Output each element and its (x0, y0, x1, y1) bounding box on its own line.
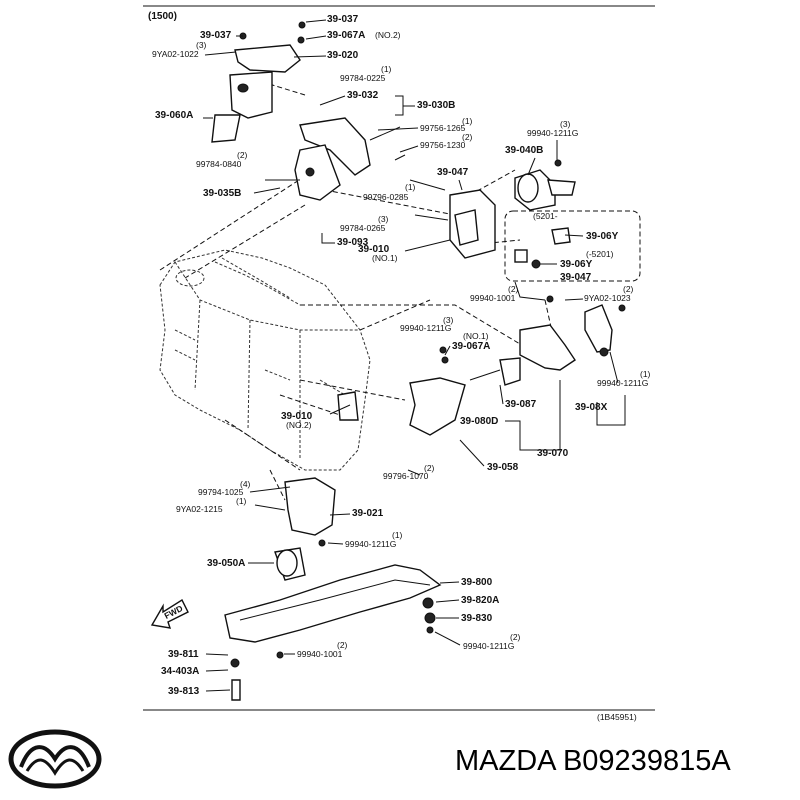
callout: (3) (378, 214, 389, 224)
callout: (3) (560, 119, 571, 129)
callout: (-5201) (586, 249, 614, 259)
callout: 39-093 (337, 237, 369, 248)
callout: 39-080D (460, 416, 498, 427)
callout: (NO.2) (375, 30, 401, 40)
callout: 39-08X (575, 402, 608, 413)
callout: 39-037 (200, 30, 232, 41)
callout: 99940-1211G (400, 323, 451, 333)
callout: (2) (623, 284, 634, 294)
callout: (2) (237, 150, 248, 160)
callout: 99940-1211G (463, 641, 514, 651)
variant-inset-box (504, 210, 641, 282)
callout: 99940-1001 (470, 293, 516, 303)
callout: (4) (240, 479, 251, 489)
callout: 99940-1211G (597, 378, 648, 388)
callout: (2) (424, 463, 435, 473)
callout: 39-047 (437, 167, 469, 178)
callout: 39-058 (487, 462, 519, 473)
callout: 99940-1001 (297, 649, 343, 659)
callout: 39-06Y (560, 259, 593, 270)
callout: 99940-1211G (527, 128, 578, 138)
callout: 9YA02-1023 (584, 293, 631, 303)
callout: 99794-1025 (198, 487, 244, 497)
callout: (1) (381, 64, 392, 74)
callout: 39-070 (537, 448, 569, 459)
engine-outline (159, 249, 371, 471)
callout: 39-813 (168, 686, 200, 697)
callout: 99756-1265 (420, 123, 466, 133)
callout: 99756-1230 (420, 140, 466, 150)
callout: 39-040B (505, 145, 543, 156)
callout: 39-060A (155, 110, 193, 121)
footer-code: (1B45951) (597, 712, 637, 722)
callout: (1) (462, 116, 473, 126)
leader-lines (203, 19, 626, 692)
callout: (1) (640, 369, 651, 379)
engine-mount-no1 (409, 179, 496, 259)
callout: 99784-0225 (340, 73, 386, 83)
callout: 39-020 (327, 50, 359, 61)
header-code: (1500) (148, 11, 177, 22)
bracket-39-030b (265, 117, 406, 201)
callout: 39-087 (505, 399, 537, 410)
engine-mount-39-050a (274, 547, 306, 581)
callout: 39-032 (347, 90, 379, 101)
mazda-logo-icon (8, 729, 102, 789)
callout: (1) (392, 530, 403, 540)
callout: (2) (337, 640, 348, 650)
callout: 39-067A (327, 30, 365, 41)
callout: 34-403A (161, 666, 199, 677)
product-title: MAZDA B09239815A (455, 745, 731, 777)
callout: (2) (462, 132, 473, 142)
callout: 99940-1211G (345, 539, 396, 549)
callout: (2) (510, 632, 521, 642)
callout: 39-021 (352, 508, 384, 519)
callout: (1) (405, 182, 416, 192)
callout: 39-010 (281, 411, 313, 422)
fwd-arrow: FWD (150, 598, 189, 629)
callout: (NO.2) (286, 420, 312, 430)
callout: 39-050A (207, 558, 245, 569)
callout: (3) (196, 40, 207, 50)
callout: 39-811 (168, 649, 199, 660)
callout: 39-830 (461, 613, 493, 624)
callout: 39-820A (461, 595, 499, 606)
callout: (NO.1) (372, 253, 398, 263)
transmission-mount (469, 295, 626, 386)
callout: 39-06Y (586, 231, 619, 242)
callout: 39-010 (358, 244, 390, 255)
callout: (2) (508, 284, 519, 294)
engine-mount-no2 (211, 21, 306, 143)
callout: 99784-0265 (340, 223, 386, 233)
engine-mount-39-040b (514, 159, 576, 211)
callout: 9YA02-1022 (152, 49, 199, 59)
callout: 39-035B (203, 188, 241, 199)
callout: (5201- (533, 211, 558, 221)
callout: 39-800 (461, 577, 493, 588)
callout: 99784-0840 (196, 159, 242, 169)
callout: 39-067A (452, 341, 490, 352)
callout: 39-047 (560, 272, 592, 283)
bracket-39-021 (254, 477, 336, 547)
callout: (3) (443, 315, 454, 325)
callout: 99796-0285 (363, 192, 409, 202)
callout: (1) (236, 496, 247, 506)
crossmember-39-800 (224, 564, 442, 701)
callout-labels: (1500) 39-037 39-067A (NO.2) 39-037 (3) … (148, 11, 651, 722)
callout: 99796-1070 (383, 471, 429, 481)
callout: 39-030B (417, 100, 455, 111)
callout: (NO.1) (463, 331, 489, 341)
callout: 9YA02-1215 (176, 504, 223, 514)
callout: 39-037 (327, 14, 359, 25)
